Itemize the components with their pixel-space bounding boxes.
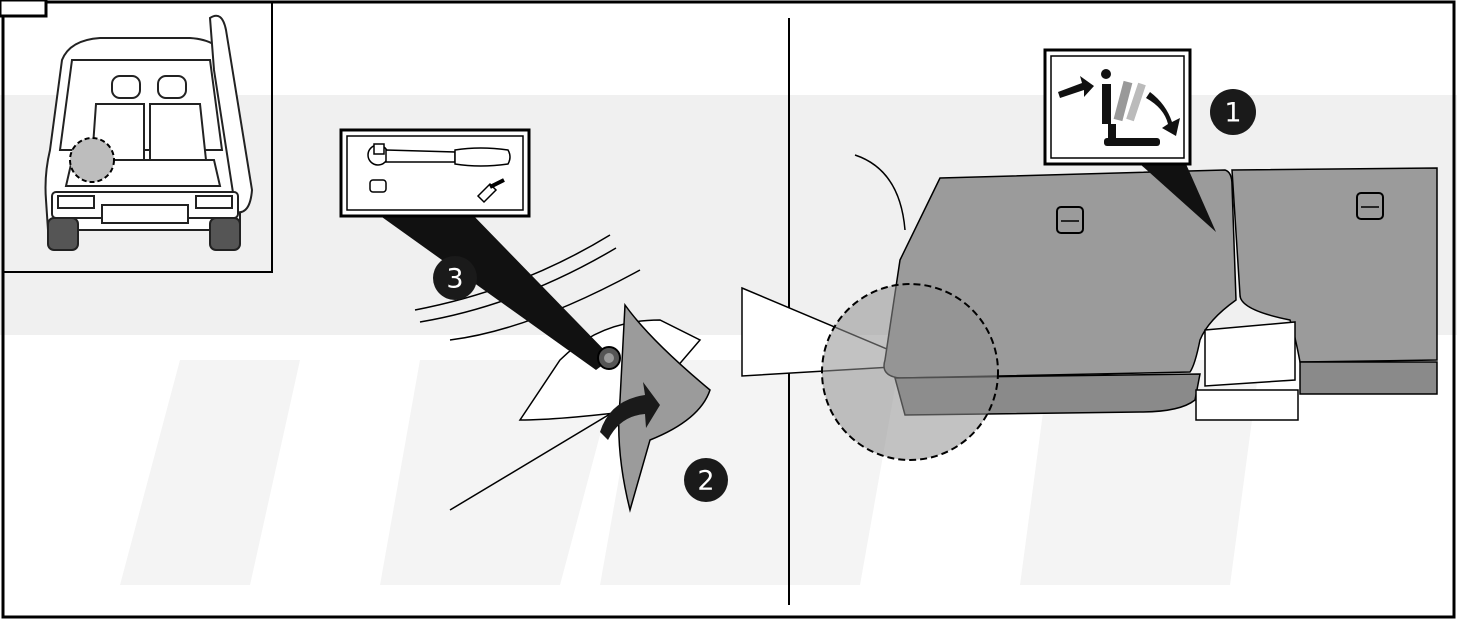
- seat-release-handle-icon: [1057, 207, 1083, 233]
- seat-belt-buckle: [1205, 322, 1295, 386]
- svg-text:3: 3: [446, 264, 463, 295]
- step-badge-2: 2: [684, 458, 728, 502]
- page-corner-tab: [0, 0, 46, 16]
- seat-release-handle-icon: [1357, 193, 1383, 219]
- tools-callout: [341, 130, 529, 216]
- location-highlight-circle: [70, 138, 114, 182]
- svg-text:2: 2: [697, 466, 714, 497]
- step-badge-1: 1: [1210, 89, 1256, 135]
- step-badge-3: 3: [433, 256, 477, 300]
- socket-icon: [370, 180, 386, 192]
- vehicle-rear-view-icon: [46, 16, 253, 250]
- detail-zoom-circle: [822, 284, 998, 460]
- svg-text:1: 1: [1224, 98, 1241, 129]
